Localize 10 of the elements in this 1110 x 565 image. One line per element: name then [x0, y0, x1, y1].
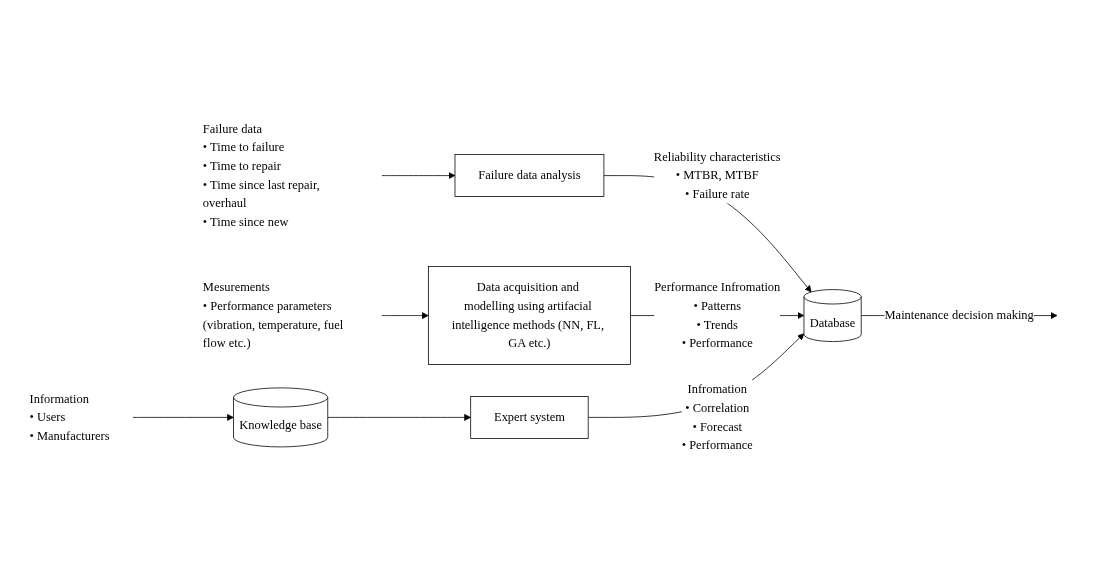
edge-label: Maintenance decision making: [884, 308, 1034, 322]
edge-label: Reliability characteristics • MTBR, MTBF • Failure rate: [653, 149, 781, 201]
edge-label: Performance Infromation • Patterns • Trends • Performance: [654, 280, 781, 350]
node-text: Failure data • Time to failure • Time to repair • Time since last repair, overhaul • Time since new: [202, 121, 320, 229]
edge-label: Infromation • Correlation • Forecast • Performance: [681, 382, 753, 452]
node-box: Expert system: [470, 396, 589, 439]
node-box: Failure data analysis: [454, 154, 605, 197]
node-text: Mesurements • Performance parameters (vibration, temperature, fuel flow etc.): [202, 280, 344, 350]
node-box: Data acquisition and modelling using artifacial intelligence methods (NN, FL, GA etc.): [427, 266, 631, 365]
node-text: Information • Users • Manufacturers: [29, 391, 110, 443]
